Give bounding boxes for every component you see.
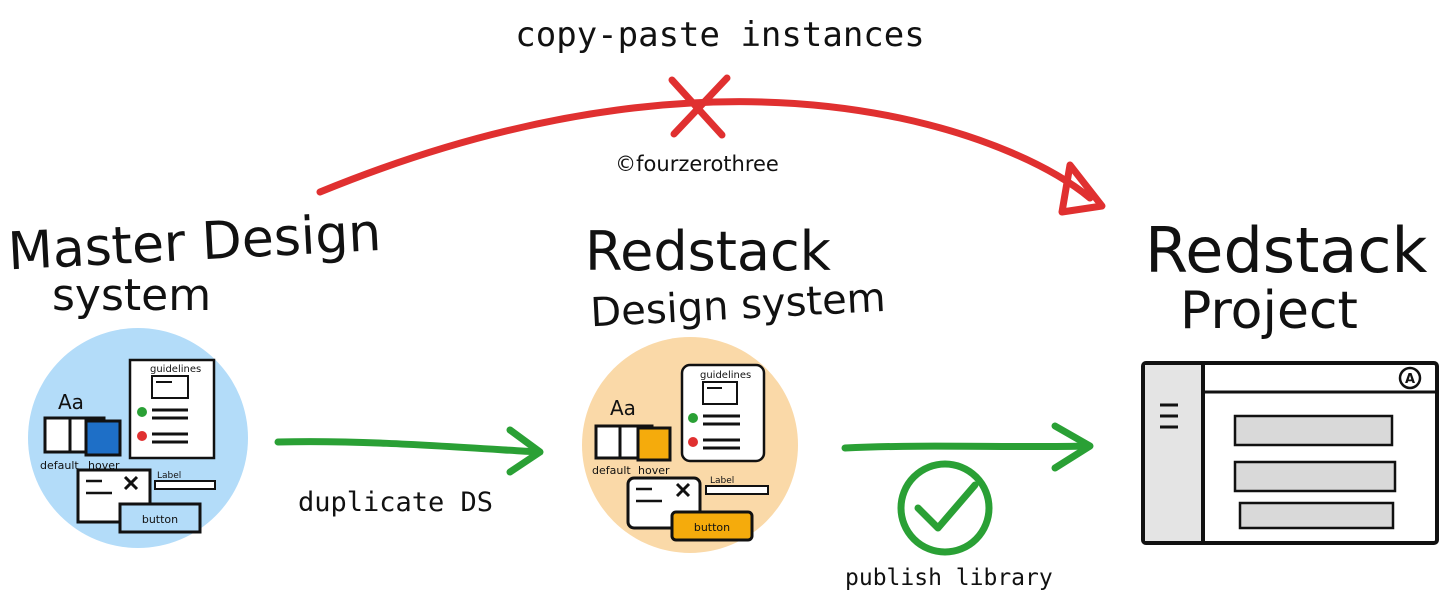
- copy-paste-arrowhead: [1058, 161, 1106, 216]
- redstack-ds-guidelines-thumb: [702, 381, 738, 405]
- redstack-ds-state-hover: hover: [638, 464, 670, 477]
- master-button-sample: [118, 502, 202, 534]
- redstack-project-title-line1: Redstack: [1145, 214, 1427, 287]
- master-guidelines-thumb: [151, 375, 189, 399]
- copy-paste-curve: [316, 98, 1094, 202]
- master-label-text: Label: [157, 471, 181, 481]
- redstack-ds-title-line1: Redstack: [585, 220, 832, 283]
- redstack-project-node: Redstack Project A: [1141, 214, 1439, 545]
- project-avatar-letter: A: [1405, 372, 1415, 387]
- master-design-system-node: Master Design system guidelines Aa defau…: [6, 203, 383, 548]
- redstack-ds-font-sample: Aa: [610, 396, 636, 420]
- publish-label: publish library: [845, 565, 1053, 591]
- master-title-line2: system: [52, 270, 211, 321]
- project-avatar: A: [1398, 366, 1422, 390]
- project-row: [1233, 414, 1394, 447]
- redstack-ds-swatch-hover: [636, 426, 672, 462]
- project-row: [1238, 501, 1395, 530]
- master-button-text: button: [142, 513, 178, 526]
- project-menu-icon: [1160, 403, 1178, 429]
- master-close-icon: [123, 475, 139, 491]
- redstack-ds-button-sample: [670, 510, 754, 542]
- project-sidebar: [1145, 365, 1203, 541]
- reject-cross-icon: [668, 74, 731, 139]
- redstack-ds-guidelines-label: guidelines: [700, 370, 751, 381]
- publish-arrowhead: [1051, 422, 1094, 472]
- redstack-ds-good-dot: [688, 413, 698, 423]
- redstack-ds-label-text: Label: [710, 476, 734, 486]
- copy-paste-arrow: [316, 74, 1106, 216]
- master-good-dot: [137, 407, 147, 417]
- master-guidelines-label: guidelines: [150, 364, 201, 375]
- redstack-ds-close-icon: [675, 482, 691, 498]
- master-swatch-hover: [84, 419, 122, 457]
- master-state-default: default: [40, 459, 79, 472]
- redstack-ds-button-text: button: [694, 521, 730, 534]
- duplicate-arrow: [274, 426, 544, 476]
- redstack-ds-state-default: default: [592, 464, 631, 477]
- credit-label: ©fourzerothree: [615, 152, 779, 176]
- duplicate-label: duplicate DS: [298, 487, 493, 518]
- project-window: [1141, 361, 1439, 545]
- redstack-ds-bad-dot: [688, 437, 698, 447]
- copy-paste-label: copy-paste instances: [515, 15, 924, 55]
- redstack-project-title-line2: Project: [1180, 281, 1358, 341]
- master-bad-dot: [137, 431, 147, 441]
- master-font-sample: Aa: [58, 390, 84, 414]
- redstack-ds-title-line2: Design system: [589, 275, 886, 336]
- publish-arrow: [841, 422, 1094, 472]
- approved-check-icon: [897, 460, 993, 556]
- redstack-ds-label-input: [705, 485, 769, 495]
- master-label-input: [154, 480, 216, 490]
- project-row: [1233, 460, 1397, 493]
- duplicate-arrowhead: [506, 426, 544, 476]
- redstack-design-system-node: Redstack Design system guidelines Aa def…: [582, 220, 887, 553]
